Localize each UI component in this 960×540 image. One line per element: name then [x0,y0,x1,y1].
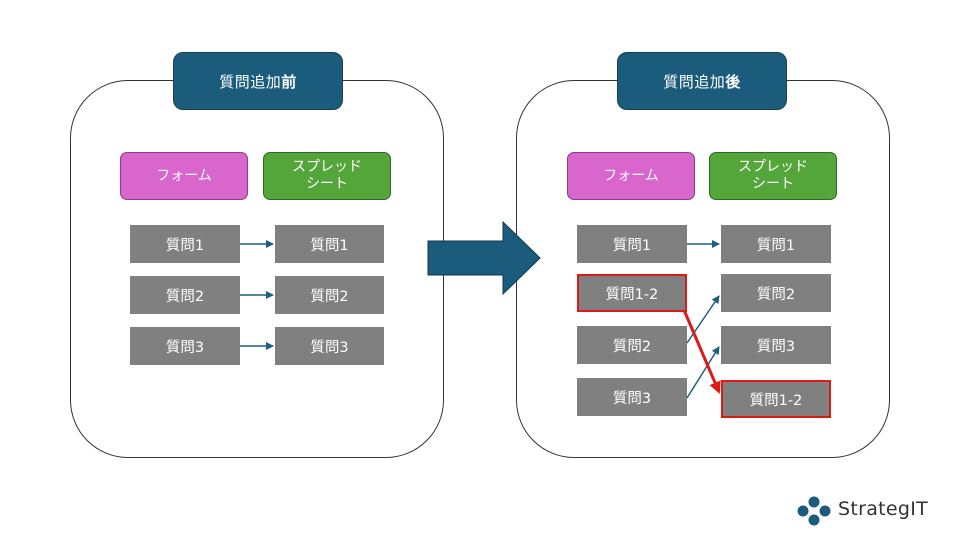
after-sheet-item-2: 質問2 [721,274,831,312]
before-sheet-item-3: 質問3 [275,327,384,365]
logo-mark-icon [797,496,831,526]
logo-text: StrategIT [838,498,929,520]
before-title-text: 質問追加 [219,72,282,91]
before-sheet-header: スプレッドシート [263,152,391,200]
after-form-item-1: 質問1 [577,225,687,263]
after-form-header: フォーム [567,152,695,200]
after-connector-2 [686,295,720,344]
before-sheet-header-line1: スプレッド [292,159,362,175]
after-title-text: 質問追加 [663,72,726,91]
after-title-bold: 後 [725,72,741,91]
before-form-header-label: フォーム [156,167,212,184]
after-form-item-4: 質問3 [577,378,687,416]
before-sheet-item-1: 質問1 [275,225,384,263]
before-panel [70,80,444,458]
before-form-item-1: 質問1 [130,225,240,263]
before-title: 質問追加前 [173,52,343,110]
before-sheet-header-line2: シート [306,176,348,192]
after-sheet-item-4-new: 質問1-2 [721,380,831,418]
before-form-item-3: 質問3 [130,327,240,365]
after-connector-new [682,309,721,394]
after-title: 質問追加後 [617,52,787,110]
before-sheet-item-2: 質問2 [275,276,384,314]
transition-arrow [427,220,541,296]
after-sheet-item-3: 質問3 [721,326,831,364]
after-sheet-header-line1: スプレッド [738,159,808,175]
after-sheet-header: スプレッドシート [709,152,837,200]
after-connector-3 [686,346,720,399]
after-form-item-2-new: 質問1-2 [577,274,687,312]
before-form-header: フォーム [120,152,248,200]
after-sheet-header-line2: シート [752,176,794,192]
before-title-bold: 前 [281,72,297,91]
after-form-header-label: フォーム [603,167,659,184]
before-form-item-2: 質問2 [130,276,240,314]
after-sheet-item-1: 質問1 [721,225,831,263]
after-form-item-3: 質問2 [577,326,687,364]
